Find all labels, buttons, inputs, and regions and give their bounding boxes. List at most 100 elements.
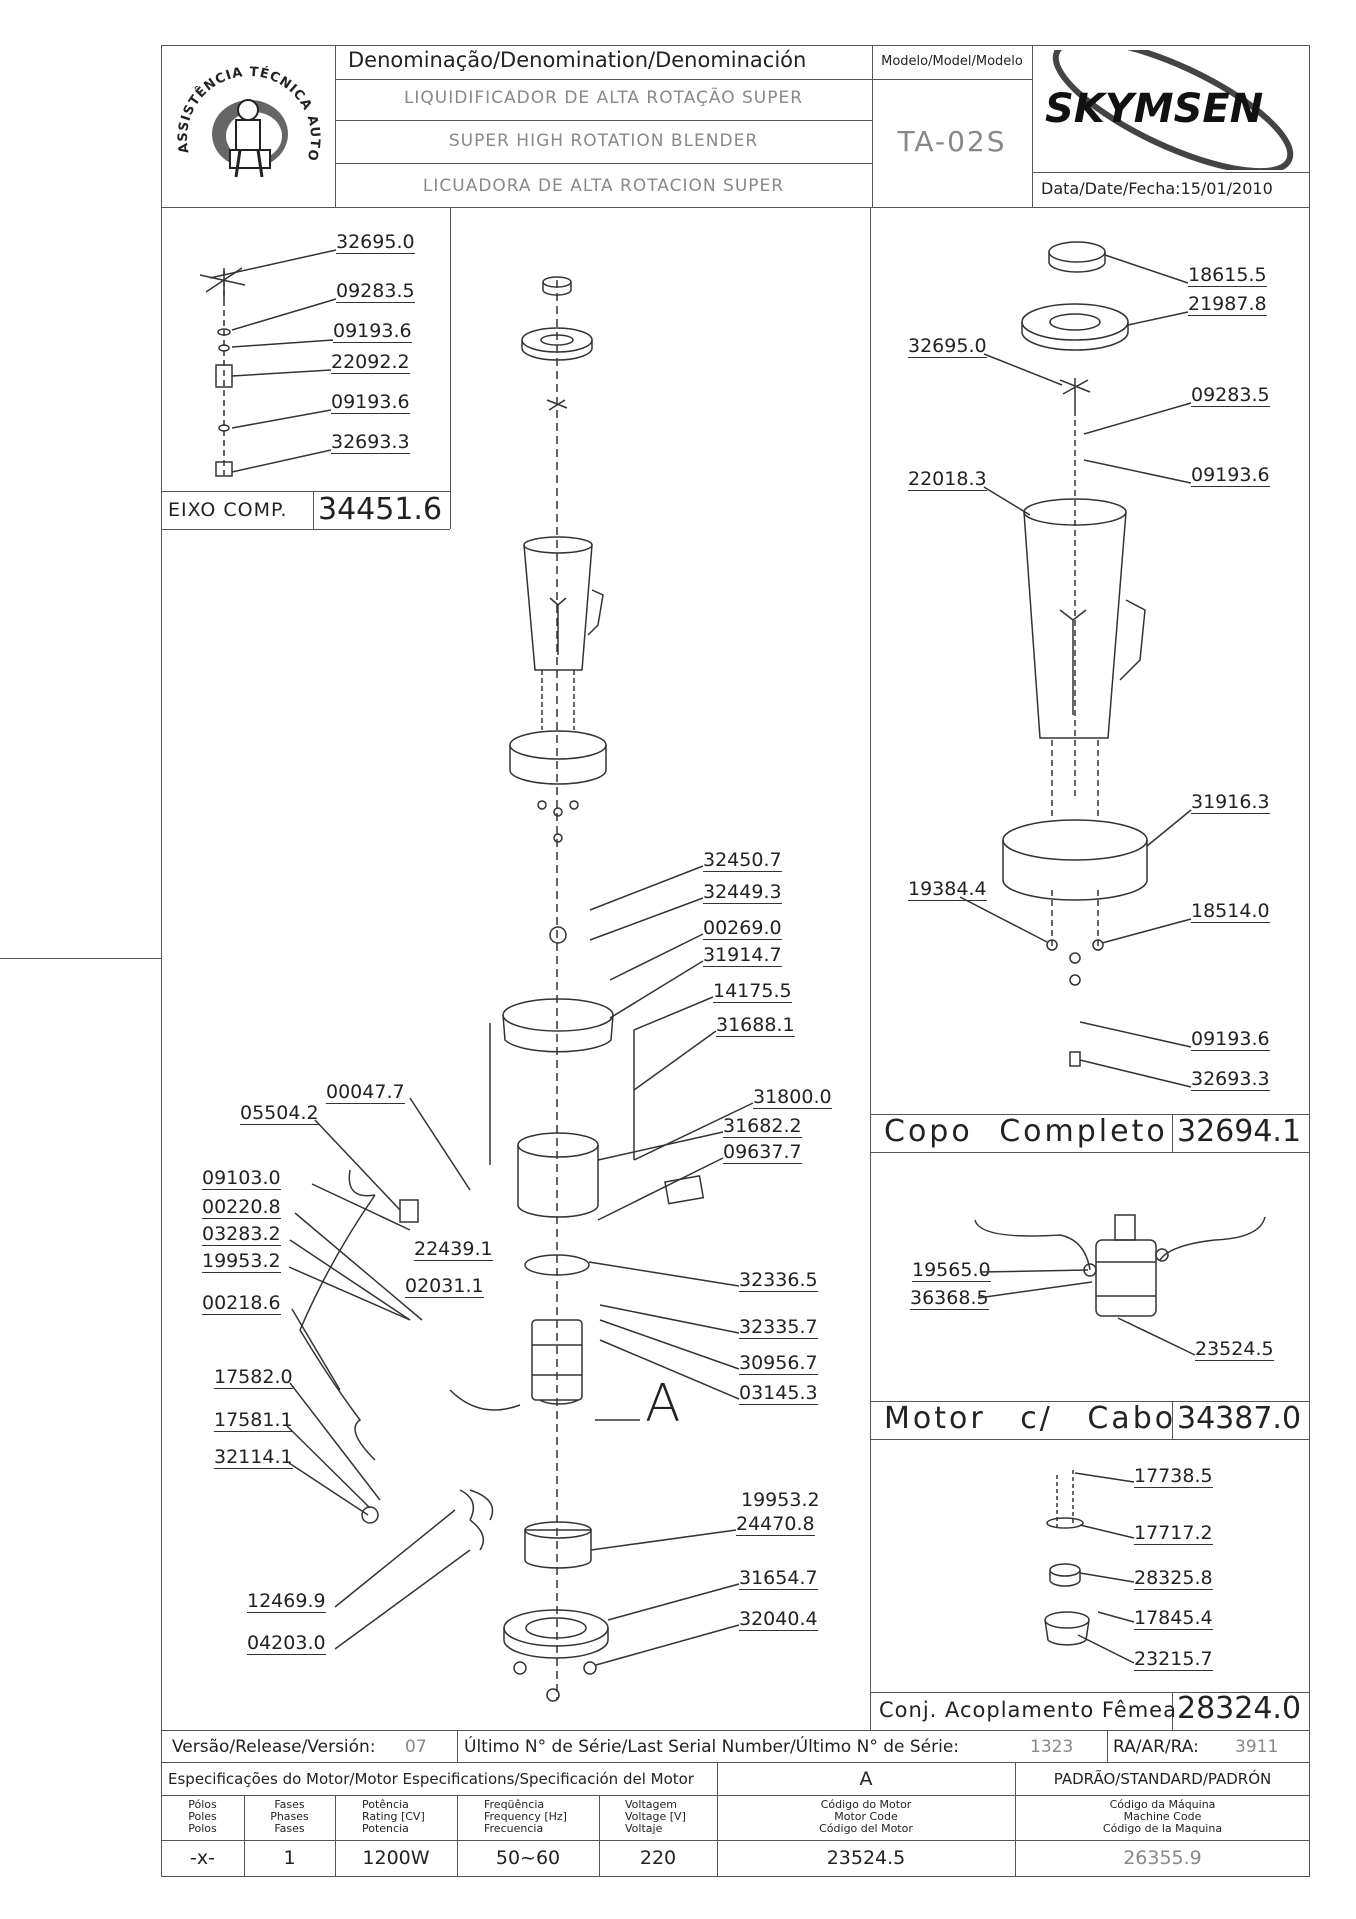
copo-completo-title: Copo Completo	[884, 1114, 1168, 1149]
eixo-part-label: 22092.2	[331, 351, 410, 374]
copo-part-label: 18514.0	[1191, 900, 1270, 923]
model-label: Modelo/Model/Modelo	[881, 54, 1023, 69]
eixo-part-label: 32695.0	[336, 231, 415, 254]
main-part-label: 32449.3	[703, 881, 782, 904]
left-margin-mark	[0, 958, 161, 959]
main-part-label: 17582.0	[214, 1366, 293, 1389]
acoplamento-part-label: 17738.5	[1134, 1465, 1213, 1488]
main-part-label: 31654.7	[739, 1567, 818, 1590]
main-part-label: 22439.1	[414, 1238, 493, 1261]
eixo-comp-code: 34451.6	[318, 492, 443, 527]
main-part-label: 17581.1	[214, 1409, 293, 1432]
main-part-label: 19953.2	[202, 1250, 281, 1273]
copo-part-label: 09193.6	[1191, 1028, 1270, 1051]
motor-part-label: 19565.0	[912, 1259, 991, 1282]
copo-part-label: 19384.4	[908, 878, 987, 901]
copo-part-label: 31916.3	[1191, 791, 1270, 814]
svg-text:SKYMSEN: SKYMSEN	[1045, 86, 1263, 132]
main-part-label: 31688.1	[716, 1014, 795, 1037]
copo-part-label: 32695.0	[908, 335, 987, 358]
motor-marker: A	[645, 1374, 681, 1434]
denomination-label: Denominação/Denomination/Denominación	[348, 48, 807, 72]
main-part-label: 04203.0	[247, 1632, 326, 1655]
serial-label: Último N° de Série/Last Serial Number/Úl…	[464, 1737, 960, 1757]
main-part-label: 00220.8	[202, 1196, 281, 1219]
main-part-label: 30956.7	[739, 1352, 818, 1375]
main-part-label: 32040.4	[739, 1608, 818, 1631]
copo-part-label: 32693.3	[1191, 1068, 1270, 1091]
authorized-service-seal: ASSISTÊNCIA TÉCNICA AUTORIZADA	[164, 41, 328, 202]
copo-part-label: 09283.5	[1191, 384, 1270, 407]
eixo-part-label: 32693.3	[331, 431, 410, 454]
copo-completo-code: 32694.1	[1177, 1114, 1302, 1149]
motor-cabo-title: Motor c/ Cabo	[884, 1401, 1177, 1436]
main-part-label: 14175.5	[713, 980, 792, 1003]
copo-part-label: 22018.3	[908, 468, 987, 491]
copo-part-label: 09193.6	[1191, 464, 1270, 487]
acoplamento-part-label: 28325.8	[1134, 1567, 1213, 1590]
jar-assembly-drawing	[959, 241, 1192, 1088]
model-value: TA-02S	[897, 125, 1007, 158]
main-part-label: 31682.2	[723, 1115, 802, 1138]
date-value: 15/01/2010	[1180, 179, 1273, 198]
main-part-label: 09637.7	[723, 1141, 802, 1164]
main-part-label: 03145.3	[739, 1382, 818, 1405]
main-part-label: 02031.1	[405, 1275, 484, 1298]
specs-title: Especificações do Motor/Motor Especifica…	[168, 1770, 694, 1788]
main-part-label: 32450.7	[703, 849, 782, 872]
coupling-drawing	[1044, 1470, 1135, 1664]
main-part-label: 24470.8	[736, 1513, 815, 1536]
version-value: 07	[405, 1737, 427, 1757]
date-label: Data/Date/Fecha:	[1041, 179, 1181, 198]
acoplamento-part-label: 17717.2	[1134, 1522, 1213, 1545]
main-part-label: 09103.0	[202, 1167, 281, 1190]
acoplamento-title: Conj. Acoplamento Fêmea	[879, 1698, 1177, 1722]
main-part-label: 03283.2	[202, 1223, 281, 1246]
blender-main-drawing	[286, 276, 754, 1702]
version-label: Versão/Release/Versión:	[172, 1737, 376, 1757]
motor-part-label: 36368.5	[910, 1287, 989, 1310]
main-part-label: 12469.9	[247, 1590, 326, 1613]
main-part-label: 19953.2	[741, 1489, 820, 1511]
serial-value: 1323	[1030, 1737, 1074, 1757]
acoplamento-code: 28324.0	[1177, 1691, 1302, 1726]
acoplamento-part-label: 23215.7	[1134, 1648, 1213, 1671]
spec-rating-value: 1200W	[362, 1847, 430, 1869]
copo-part-label: 18615.5	[1188, 264, 1267, 287]
product-name-es: LICUADORA DE ALTA ROTACION SUPER	[422, 176, 785, 196]
spec-poles-value: -x-	[190, 1847, 215, 1869]
eixo-comp-title: EIXO COMP.	[168, 499, 288, 521]
eixo-assembly-drawing	[199, 249, 337, 477]
main-part-label: 32114.1	[214, 1446, 293, 1469]
spec-motor-code-value: 23524.5	[826, 1847, 906, 1869]
spec-machine-code-value: 26355.9	[1123, 1847, 1202, 1869]
brand-logo: SKYMSEN	[1035, 37, 1307, 175]
outer-frame	[161, 45, 1310, 1877]
ra-label: RA/AR/RA:	[1113, 1737, 1199, 1757]
eixo-part-label: 09283.5	[336, 280, 415, 303]
eixo-part-label: 09193.6	[331, 391, 410, 414]
product-name-pt: LIQUIDIFICADOR DE ALTA ROTAÇÃO SUPER	[403, 88, 804, 108]
motor-cable-drawing	[974, 1214, 1266, 1356]
main-part-label: 31914.7	[703, 944, 782, 967]
eixo-part-label: 09193.6	[333, 320, 412, 343]
main-part-label: 32335.7	[739, 1316, 818, 1339]
specs-motor-ref: A	[859, 1768, 873, 1790]
specs-standard: PADRÃO/STANDARD/PADRÓN	[1053, 1770, 1272, 1788]
spec-frequency-value: 50~60	[495, 1847, 561, 1869]
main-part-label: 32336.5	[739, 1269, 818, 1292]
spec-phases-value: 1	[283, 1847, 296, 1869]
main-part-label: 05504.2	[240, 1102, 319, 1125]
main-part-label: 31800.0	[753, 1086, 832, 1109]
spec-voltage-value: 220	[639, 1847, 677, 1869]
main-part-label: 00047.7	[326, 1081, 405, 1104]
motor-cabo-code: 34387.0	[1177, 1401, 1302, 1436]
